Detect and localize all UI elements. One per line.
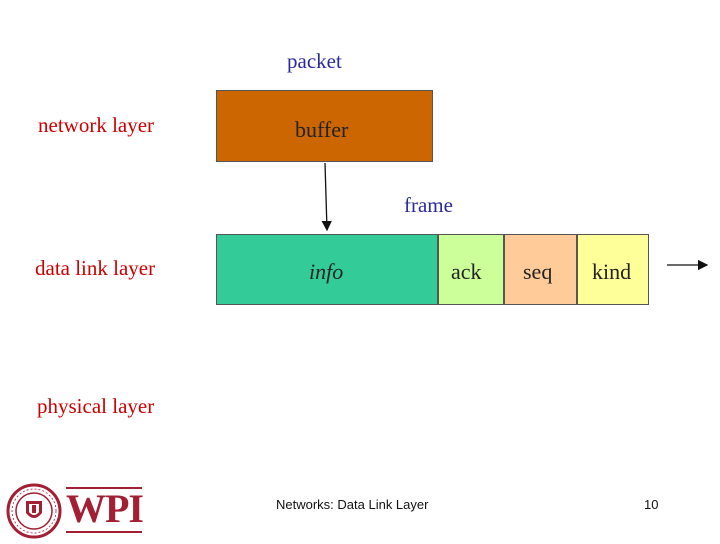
wpi-seal-icon xyxy=(6,483,62,539)
packet-buffer-box: buffer xyxy=(216,90,433,162)
page-number: 10 xyxy=(644,497,659,512)
wordmark-bottom-rule xyxy=(66,531,142,533)
data-link-layer-label: data link layer xyxy=(35,256,156,280)
info-text: info xyxy=(309,259,344,284)
wpi-logo: WPI xyxy=(6,483,146,539)
physical-layer-label: physical layer xyxy=(37,394,155,418)
frame-field-kind: kind xyxy=(577,234,649,305)
packet-label: packet xyxy=(287,49,342,73)
frame-field-info: info xyxy=(216,234,438,305)
seq-text: seq xyxy=(523,259,553,284)
footer-title: Networks: Data Link Layer xyxy=(276,497,429,512)
wordmark-top-rule xyxy=(66,487,142,489)
wpi-wordmark: WPI xyxy=(66,486,144,531)
network-layer-label: network layer xyxy=(38,113,155,137)
buffer-text: buffer xyxy=(295,117,349,142)
frame-field-seq: seq xyxy=(504,234,577,305)
frame-field-ack: ack xyxy=(438,234,504,305)
down-arrow xyxy=(321,162,332,232)
frame-label: frame xyxy=(404,193,453,217)
ack-text: ack xyxy=(451,259,482,284)
kind-text: kind xyxy=(592,259,632,284)
